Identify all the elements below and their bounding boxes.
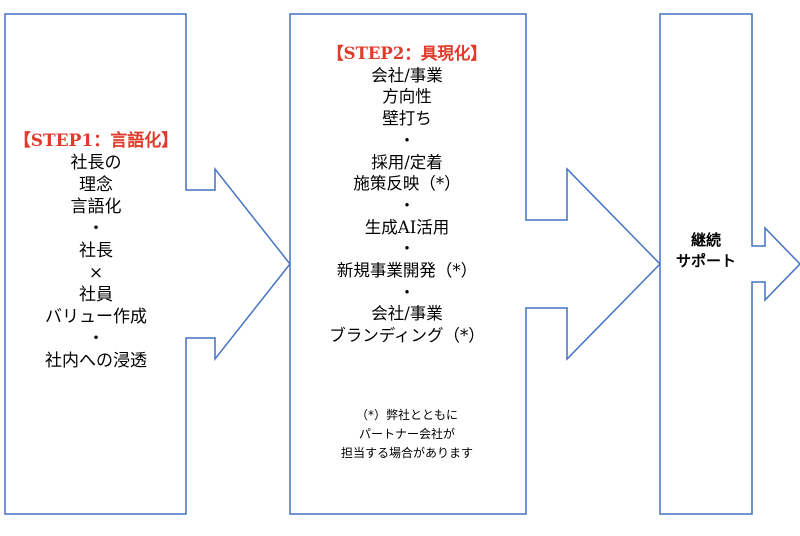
step1-title: 【STEP1：言語化】 xyxy=(13,131,179,151)
step2-footnote: （*）弊社とともに パートナー会社が 担当する場合があります xyxy=(292,406,522,463)
step1-bullet: ・ xyxy=(87,329,105,349)
step2-line: 採用/定着 xyxy=(371,152,443,172)
step3-arrow-shape xyxy=(659,13,800,515)
step3-line: サポート xyxy=(675,252,736,270)
step2-line: ブランディング（*） xyxy=(329,326,485,346)
footnote-line: 担当する場合があります xyxy=(340,446,473,460)
step2-title: 【STEP2：具現化】 xyxy=(327,44,487,63)
step2-line: 会社/事業 xyxy=(371,304,443,324)
step1-bullet: ・ xyxy=(87,219,105,239)
step1-content: 【STEP1：言語化】 社長の 理念 言語化 ・ 社長 × 社員 バリュー作成 … xyxy=(6,130,186,372)
step2-arrow-shape xyxy=(289,13,662,515)
step2-line: 会社/事業 xyxy=(371,65,443,85)
step1-line: 社長 xyxy=(79,241,113,261)
step3-content: 継続 サポート xyxy=(660,230,752,272)
footnote-line: （*）弊社とともに xyxy=(355,408,458,422)
step1-line: 言語化 xyxy=(70,197,122,217)
step1-line: 社長の xyxy=(70,153,122,173)
step2-bullet: ・ xyxy=(398,195,416,215)
step1-line: 理念 xyxy=(79,175,113,195)
step2-bullet: ・ xyxy=(398,239,416,259)
step1-line: 社内への浸透 xyxy=(45,351,147,371)
step1-line: バリュー作成 xyxy=(45,307,147,327)
step2-line: 施策反映（*） xyxy=(353,174,461,194)
step2-line: 生成AI活用 xyxy=(364,217,450,237)
step3-line: 継続 xyxy=(690,231,721,249)
step2-content: 【STEP2：具現化】 会社/事業 方向性 壁打ち ・ 採用/定着 施策反映（*… xyxy=(292,43,522,347)
step2-bullet: ・ xyxy=(398,282,416,302)
footnote-line: パートナー会社が xyxy=(358,427,455,441)
step2-line: 方向性 xyxy=(382,87,432,107)
step1-line: 社員 xyxy=(79,285,113,305)
step2-bullet: ・ xyxy=(398,130,416,150)
step2-line: 壁打ち xyxy=(382,109,432,129)
step2-line: 新規事業開発（*） xyxy=(336,261,478,281)
step1-times-symbol: × xyxy=(88,263,104,283)
step1-arrow-shape xyxy=(4,13,291,515)
